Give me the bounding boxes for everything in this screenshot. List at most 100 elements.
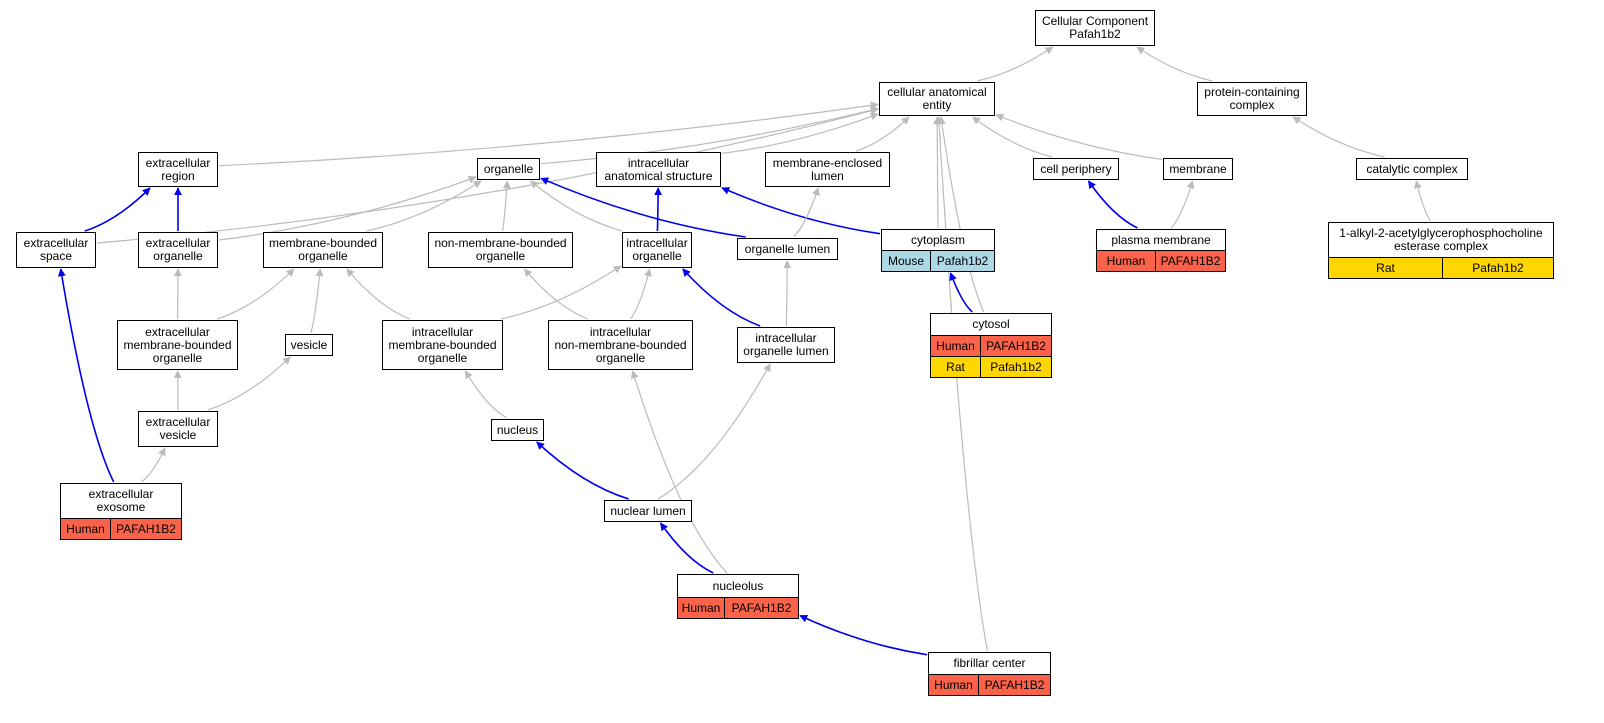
go-term-node-ecs[interactable]: extracellular space <box>16 232 96 268</box>
go-term-label: extracellular membrane-bounded organelle <box>123 324 232 365</box>
go-term-label: Cellular Component Pafah1b2 <box>1041 14 1149 41</box>
go-term-label: protein-containing complex <box>1204 85 1300 112</box>
is-a-edge <box>976 46 1054 82</box>
go-term-node-embo[interactable]: extracellular membrane-bounded organelle <box>117 320 238 370</box>
is-a-edge <box>995 113 1163 160</box>
go-term-node-nmbo[interactable]: non-membrane-bounded organelle <box>428 232 573 268</box>
go-term-node-ecv[interactable]: extracellular vesicle <box>138 411 218 447</box>
go-term-label: 1-alkyl-2-acetylglycerophosphocholine es… <box>1339 226 1543 253</box>
annotation-gene: Pafah1b2 <box>1472 261 1524 275</box>
annotation-species: Human <box>929 675 979 695</box>
is-a-edge <box>630 268 652 320</box>
is-a-edge <box>346 268 411 320</box>
go-term-label: catalytic complex <box>1366 161 1458 176</box>
go-term-label: nucleus <box>496 422 539 437</box>
go-term-node-nucleus[interactable]: nucleus <box>491 419 544 441</box>
go-term-node-nl[interactable]: nuclear lumen <box>604 500 692 522</box>
go-term-label: cellular anatomical entity <box>887 85 987 112</box>
part-of-edge <box>1087 180 1138 229</box>
is-a-edge <box>366 180 482 232</box>
is-a-edge <box>218 175 477 241</box>
is-a-edge <box>529 180 623 232</box>
go-term-node-iol[interactable]: intracellular organelle lumen <box>737 327 835 363</box>
is-a-edge <box>1136 46 1213 82</box>
is-a-edge <box>630 370 728 574</box>
is-a-edge <box>937 116 985 313</box>
part-of-edge <box>84 187 151 232</box>
go-term-node-inmbo[interactable]: intracellular non-membrane-bounded organ… <box>548 320 693 370</box>
go-term-node-pcc[interactable]: protein-containing complex <box>1197 82 1307 116</box>
part-of-edge <box>536 441 629 500</box>
annotation-gene: PAFAH1B2 <box>116 522 176 536</box>
go-term-node-eco[interactable]: extracellular organelle <box>138 232 218 268</box>
go-term-node-vesicle[interactable]: vesicle <box>285 334 333 356</box>
part-of-edge <box>57 268 115 483</box>
is-a-edge <box>1292 116 1385 158</box>
part-of-edge <box>540 177 746 238</box>
is-a-edge <box>540 106 879 165</box>
annotation-gene: Pafah1b2 <box>936 254 989 268</box>
is-a-edge <box>523 268 588 320</box>
is-a-edge <box>217 268 295 320</box>
go-term-label: nucleolus <box>712 578 764 593</box>
go-term-node-ecr[interactable]: extracellular region <box>138 152 218 187</box>
go-term-label: organelle <box>483 161 534 176</box>
go-term-node-ias[interactable]: intracellular anatomical structure <box>596 152 721 187</box>
go-term-node-cellper[interactable]: cell periphery <box>1033 158 1119 180</box>
go-term-label: membrane-enclosed lumen <box>772 155 883 183</box>
go-term-label: extracellular exosome <box>88 487 154 514</box>
is-a-edge <box>856 116 910 152</box>
go-term-node-paf[interactable]: 1-alkyl-2-acetylglycerophosphocholine es… <box>1328 222 1554 279</box>
go-term-label: non-membrane-bounded organelle <box>434 236 567 263</box>
go-term-label: cytosol <box>972 317 1010 331</box>
is-a-edge <box>501 180 511 232</box>
go-term-label: intracellular organelle lumen <box>743 331 829 358</box>
go-term-label: extracellular space <box>23 236 89 263</box>
go-term-node-io[interactable]: intracellular organelle <box>622 232 692 268</box>
part-of-edge <box>721 187 881 235</box>
annotation-gene: PAFAH1B2 <box>731 601 792 615</box>
go-term-label: cell periphery <box>1040 161 1112 176</box>
go-term-node-orgl[interactable]: organelle lumen <box>737 238 838 260</box>
go-term-node-imbo[interactable]: intracellular membrane-bounded organelle <box>382 320 503 370</box>
go-term-label: extracellular organelle <box>145 236 211 263</box>
is-a-edge <box>218 101 879 167</box>
go-term-node-mel[interactable]: membrane-enclosed lumen <box>765 152 890 187</box>
annotation-gene: PAFAH1B2 <box>986 339 1046 353</box>
go-term-node-catcx[interactable]: catalytic complex <box>1356 158 1468 180</box>
annotation-row: Rat Pafah1b2 <box>1329 257 1553 278</box>
go-term-node-membrane[interactable]: membrane <box>1163 158 1233 180</box>
annotation-species: Rat <box>1329 258 1443 278</box>
is-a-edge <box>972 116 1053 158</box>
part-of-edge <box>799 614 928 656</box>
go-term-label: cytoplasm <box>910 232 966 247</box>
annotation-row: Human PAFAH1B2 <box>678 597 798 618</box>
annotation-species: Human <box>1097 251 1156 271</box>
is-a-edge <box>141 447 166 483</box>
go-term-node-cae[interactable]: cellular anatomical entity <box>879 82 995 116</box>
is-a-edge <box>96 107 879 244</box>
go-term-node-cc_root[interactable]: Cellular Component Pafah1b2 <box>1035 10 1155 46</box>
is-a-edge <box>933 116 942 229</box>
is-a-edge <box>1414 180 1431 222</box>
part-of-edge <box>682 268 761 327</box>
part-of-edge <box>949 272 973 313</box>
go-term-node-mbo[interactable]: membrane-bounded organelle <box>263 232 383 268</box>
is-a-edge <box>464 370 508 419</box>
go-term-node-organelle[interactable]: organelle <box>477 158 540 180</box>
go-term-label: intracellular non-membrane-bounded organ… <box>554 324 687 365</box>
annotation-species: Human <box>678 598 725 618</box>
go-term-label: nuclear lumen <box>610 503 686 518</box>
is-a-edge <box>207 356 291 411</box>
